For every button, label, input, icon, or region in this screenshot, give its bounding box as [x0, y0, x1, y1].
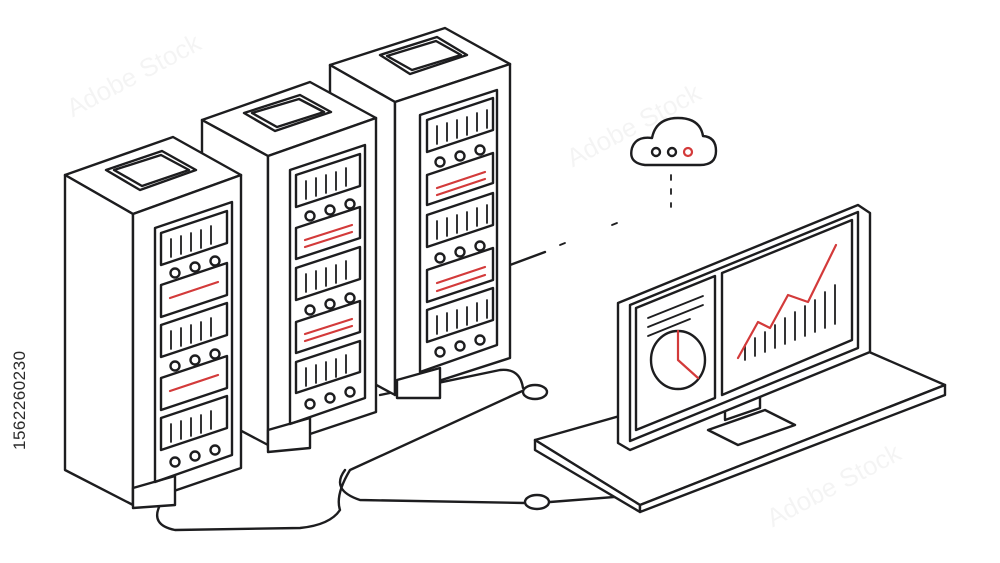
floor-cables — [155, 222, 642, 532]
line-chart-icon — [736, 243, 838, 361]
cloud-icon — [630, 116, 718, 208]
pie-chart-icon — [649, 329, 707, 391]
image-id-label: 1562260230 — [10, 350, 29, 450]
server-rack-1 — [63, 135, 243, 510]
